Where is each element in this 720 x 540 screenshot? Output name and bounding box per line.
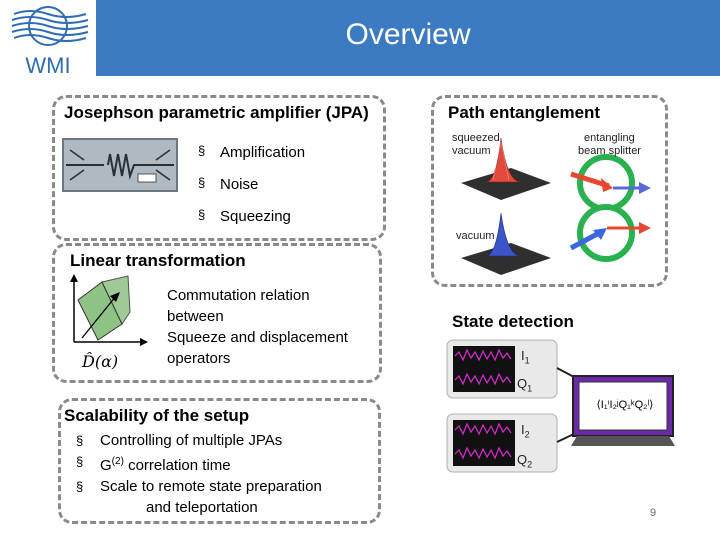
scal-item-3: Scale to remote state preparation bbox=[76, 476, 376, 497]
page-number: 9 bbox=[650, 507, 657, 519]
path-entanglement-diagram bbox=[461, 137, 651, 275]
scal-item-1: Controlling of multiple JPAs bbox=[76, 430, 376, 451]
scal-item-3-cont: and teleportation bbox=[146, 499, 258, 516]
jpa-bullets: Amplification Noise Squeezing bbox=[198, 142, 305, 227]
label-beam-splitter: beam splitter bbox=[578, 145, 641, 157]
linear-panel bbox=[52, 243, 382, 383]
operator-label: D̂(α) bbox=[82, 352, 119, 371]
label-vacuum-bottom: vacuum bbox=[456, 230, 495, 242]
label-vacuum-top: vacuum bbox=[452, 145, 491, 157]
bullet-squeezing: Squeezing bbox=[198, 206, 305, 228]
logo-text: WMI bbox=[25, 53, 70, 76]
scalability-list: Controlling of multiple JPAs G(2) correl… bbox=[76, 430, 376, 518]
linear-description: Commutation relation between Squeeze and… bbox=[167, 285, 377, 369]
phase-space-diagram bbox=[70, 274, 148, 346]
label-i1: I1 bbox=[521, 348, 530, 366]
state-title: State detection bbox=[452, 312, 574, 331]
wmi-logo: WMI bbox=[0, 0, 96, 78]
bullet-amplification: Amplification bbox=[198, 142, 305, 164]
title-bar: Overview bbox=[96, 0, 720, 76]
wmi-logo-icon: WMI bbox=[11, 6, 89, 78]
scal-item-2: G(2) correlation time bbox=[76, 451, 376, 476]
linear-line-1: Commutation relation bbox=[167, 287, 310, 304]
linear-line-2: between bbox=[167, 308, 224, 325]
monitor-formula: ⟨I₁ⁱI₂ʲQ₁ᵏQ₂ˡ⟩ bbox=[596, 399, 654, 411]
linear-title: Linear transformation bbox=[70, 251, 246, 270]
scalability-title: Scalability of the setup bbox=[64, 406, 250, 425]
linear-line-3: Squeeze and displacement bbox=[167, 329, 348, 346]
label-entangling: entangling bbox=[584, 132, 635, 144]
state-detection-diagram: I1 Q1 I2 Q2 ⟨I₁ⁱI₂ʲQ₁ᵏQ₂ˡ⟩ bbox=[445, 338, 675, 488]
label-squeezed: squeezed bbox=[452, 132, 500, 144]
path-title: Path entanglement bbox=[448, 103, 601, 122]
jpa-title: Josephson parametric amplifier (JPA) bbox=[64, 103, 369, 122]
jpa-chip-image bbox=[62, 138, 178, 192]
label-q2: Q2 bbox=[517, 452, 533, 470]
bullet-noise: Noise bbox=[198, 174, 305, 196]
slide-title: Overview bbox=[345, 18, 471, 51]
slide-header: WMI Overview bbox=[0, 0, 720, 78]
label-q1: Q1 bbox=[517, 376, 533, 394]
linear-line-4: operators bbox=[167, 350, 231, 367]
label-i2: I2 bbox=[521, 422, 530, 440]
